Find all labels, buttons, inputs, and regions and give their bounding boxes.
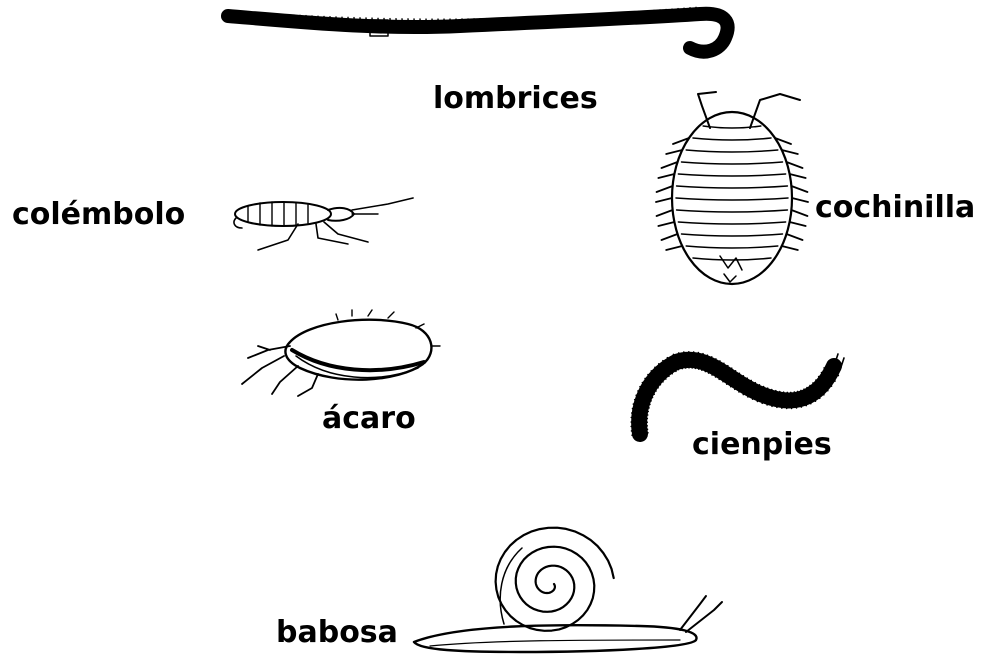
label-acaro: ácaro [322, 404, 416, 434]
earthworm-illustration [220, 0, 740, 70]
label-lombrices: lombrices [433, 84, 598, 114]
label-babosa: babosa [276, 618, 398, 648]
snail-illustration [400, 528, 740, 654]
label-colembolo: colémbolo [12, 200, 185, 230]
label-cochinilla: cochinilla [815, 193, 975, 223]
label-cienpies: cienpies [692, 430, 832, 460]
mite-illustration [228, 306, 443, 401]
springtail-illustration [228, 192, 418, 257]
woodlouse-illustration [650, 88, 810, 298]
